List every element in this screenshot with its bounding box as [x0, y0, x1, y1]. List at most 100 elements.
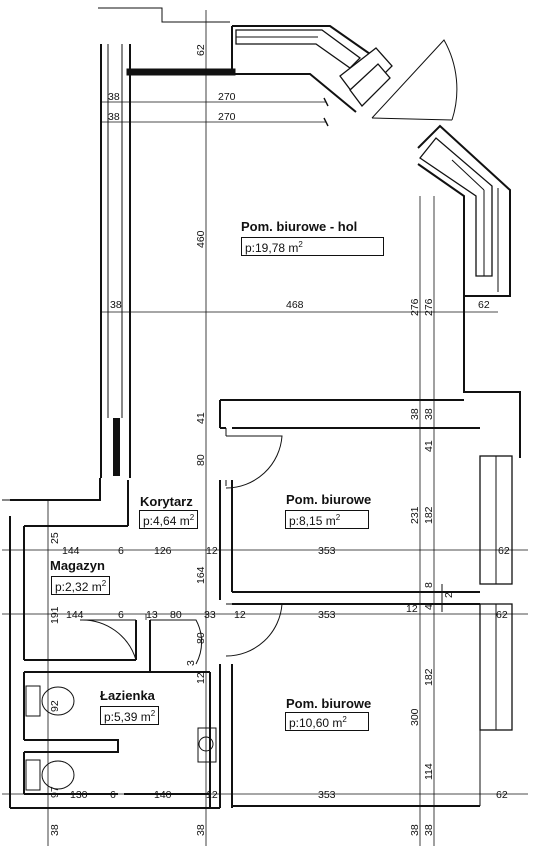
- right-window-lower: [479, 603, 513, 731]
- area-value: p:19,78: [245, 241, 286, 255]
- dimension-lines-lower: [2, 500, 528, 846]
- area-exponent: 2: [150, 709, 156, 718]
- dim-label: 38: [409, 824, 421, 836]
- dim-label: 144: [62, 545, 80, 557]
- area-value: p:4,64: [143, 514, 177, 528]
- room-area-biurowe-1: p:8,15 m2: [285, 510, 369, 529]
- area-value: p:5,39: [104, 710, 138, 724]
- hol-bottom-wall: [219, 399, 480, 436]
- dim-label: 12: [195, 672, 207, 684]
- dim-label: 2: [443, 592, 455, 598]
- dim-label: 231: [409, 506, 421, 524]
- dim-label: 38: [409, 408, 421, 420]
- dim-label: 6: [118, 545, 124, 557]
- dim-label: 12: [206, 789, 218, 801]
- dim-label: 130: [70, 789, 88, 801]
- dim-label: 270: [218, 111, 236, 123]
- dim-label: 300: [409, 708, 421, 726]
- dim-label: 6: [110, 789, 116, 801]
- door-room-2: [225, 603, 283, 657]
- area-exponent: 2: [335, 513, 341, 522]
- dim-label: 62: [478, 299, 490, 311]
- top-angled-window: [235, 29, 393, 107]
- room-area-magazyn: p:2,32 m2: [51, 576, 111, 595]
- washbasin: [197, 727, 217, 763]
- dim-label: 38: [423, 824, 435, 836]
- dim-label: 62: [496, 609, 508, 621]
- room-2-walls: [219, 664, 481, 808]
- dim-label: 468: [286, 299, 304, 311]
- room-name-lazienka: Łazienka: [100, 688, 155, 703]
- right-window-upper: [479, 455, 513, 585]
- dim-label: 182: [423, 506, 435, 524]
- dim-label: 38: [108, 111, 120, 123]
- dim-label: 62: [496, 789, 508, 801]
- area-unit: m: [140, 710, 151, 724]
- dim-label: 12: [206, 545, 218, 557]
- area-exponent: 2: [189, 513, 195, 522]
- toilet-2: [25, 759, 75, 791]
- dim-label: 13: [146, 609, 158, 621]
- dim-label: 80: [195, 632, 207, 644]
- dim-label: 38: [108, 91, 120, 103]
- dim-label: 164: [195, 566, 207, 584]
- dim-label: 6: [118, 609, 124, 621]
- toilet-1: [25, 685, 75, 717]
- dim-label: 38: [195, 824, 207, 836]
- dim-label: 41: [195, 412, 207, 424]
- dim-label: 140: [154, 789, 172, 801]
- area-value: p:8,15: [289, 514, 323, 528]
- dim-label: 3: [185, 660, 197, 666]
- dim-label: 25: [49, 532, 61, 544]
- area-value: p:10,60: [289, 716, 330, 730]
- corridor-east-wall: [219, 480, 233, 600]
- area-unit: m: [325, 514, 336, 528]
- room-name-korytarz: Korytarz: [140, 494, 193, 509]
- dim-label: 38: [423, 408, 435, 420]
- door-magazyn: [79, 619, 137, 661]
- dim-label: 33: [204, 609, 216, 621]
- room-name-magazyn: Magazyn: [50, 558, 105, 573]
- dim-label: 114: [423, 763, 435, 780]
- room-area-korytarz: p:4,64 m2: [139, 510, 199, 529]
- room-name-biurowe-2: Pom. biurowe: [286, 696, 372, 711]
- dim-label: 12: [406, 603, 418, 615]
- dim-label: 62: [195, 44, 207, 56]
- dim-label: 8: [423, 582, 435, 588]
- left-outer-wall: [100, 44, 131, 478]
- dim-label: 12: [234, 609, 246, 621]
- dim-label: 276: [409, 298, 421, 316]
- dimension-lines-top: [101, 10, 498, 846]
- dim-label: 80: [170, 609, 182, 621]
- dim-label: 191: [49, 606, 61, 624]
- room-name-biurowe-1: Pom. biurowe: [286, 492, 372, 507]
- dim-label: 38: [49, 824, 61, 836]
- dim-label: 353: [318, 545, 336, 557]
- dim-label: 126: [154, 545, 172, 557]
- area-exponent: 2: [342, 715, 347, 724]
- dim-label: 92: [49, 700, 61, 712]
- room-name-hol: Pom. biurowe - hol: [241, 219, 358, 234]
- dim-label: 41: [423, 440, 435, 452]
- area-unit: m: [332, 716, 343, 730]
- dim-label: 276: [423, 298, 435, 316]
- dim-label: 460: [195, 230, 207, 248]
- room-area-lazienka: p:5,39 m2: [100, 706, 160, 725]
- area-unit: m: [288, 241, 299, 255]
- area-unit: m: [91, 580, 102, 594]
- dim-label: 353: [318, 609, 336, 621]
- area-exponent: 2: [298, 240, 303, 249]
- top-stepped-boundary: [98, 7, 230, 23]
- right-outer-wall: [463, 296, 521, 458]
- dim-label: 97: [49, 786, 61, 798]
- room-area-hol: p:19,78 m2: [241, 237, 384, 256]
- dim-label: 270: [218, 91, 236, 103]
- dimension-labels: 62 38 270 38 270 460 38 468 276 276 62 4…: [49, 44, 510, 836]
- dim-label: 182: [423, 668, 435, 686]
- door-room-1: [225, 435, 283, 489]
- dim-label: 353: [318, 789, 336, 801]
- dim-label: 4: [423, 604, 435, 610]
- room-area-biurowe-2: p:10,60 m2: [285, 712, 369, 731]
